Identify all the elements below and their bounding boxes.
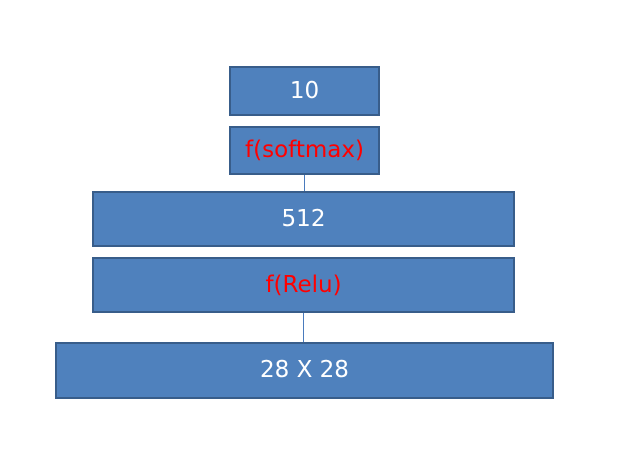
connector-softmax-to-hidden xyxy=(304,174,305,192)
output-layer-box: 10 xyxy=(229,66,380,116)
input-layer-label: 28 X 28 xyxy=(260,357,349,383)
softmax-activation-label: f(softmax) xyxy=(245,137,364,163)
hidden-layer-label: 512 xyxy=(281,205,326,232)
relu-activation-label: f(Relu) xyxy=(265,271,342,298)
hidden-layer-box: 512 xyxy=(92,191,515,247)
input-layer-box: 28 X 28 xyxy=(55,342,554,399)
output-layer-label: 10 xyxy=(289,77,320,104)
connector-relu-to-input xyxy=(303,312,304,343)
softmax-activation-box: f(softmax) xyxy=(229,126,380,175)
relu-activation-box: f(Relu) xyxy=(92,257,515,313)
